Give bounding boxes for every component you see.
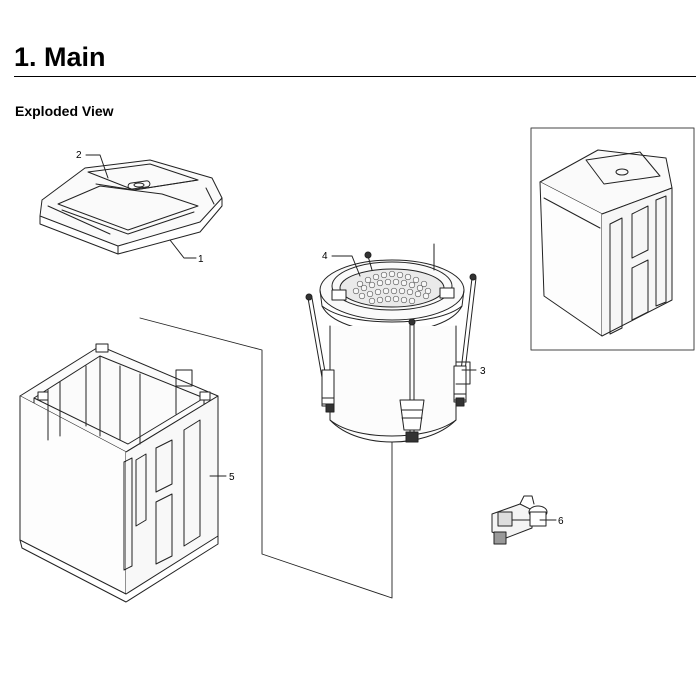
callout-6-label: 6 [558,516,564,527]
callout-3-label: 3 [480,366,486,377]
cabinet-part [20,344,218,602]
exploded-view-heading: Exploded View [15,103,114,119]
callout-4-leader [331,255,361,277]
callout-2-leader [85,154,109,179]
callout-1-leader [169,239,197,259]
drain-pump-part [492,496,547,544]
assembled-washer-part [540,150,672,336]
callout-4-label: 4 [322,251,328,262]
title-rule [14,76,696,77]
top-cover-part [40,160,222,254]
callout-1-label: 1 [198,254,204,265]
section-title: 1. Main [14,42,106,72]
callout-5-label: 5 [229,472,235,483]
assembled-view-frame [530,127,695,351]
callout-2-label: 2 [76,150,82,161]
tub-assembly-part [306,244,476,442]
assembly-guide-lines [139,317,393,599]
